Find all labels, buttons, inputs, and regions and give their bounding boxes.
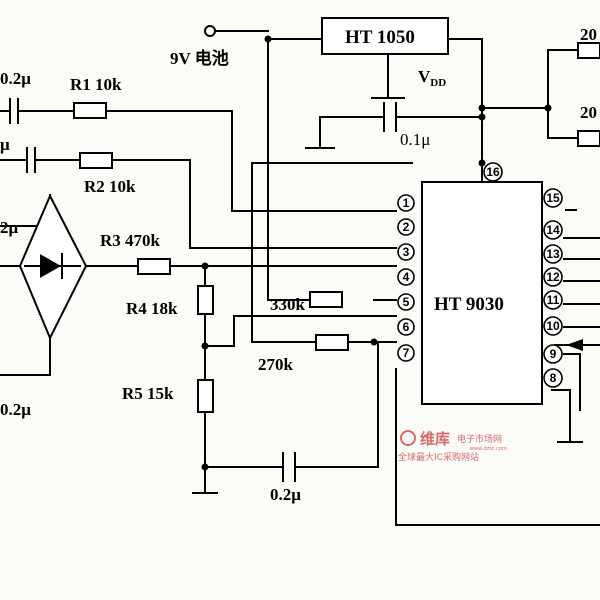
watermark-site: www.dzsc.com [470, 446, 507, 452]
pin-1 [397, 194, 415, 212]
junction-dot [478, 159, 486, 167]
battery-terminal-icon [204, 25, 216, 37]
junction-dot [201, 463, 209, 471]
pin-3 [397, 243, 415, 261]
resistor-r5-label: R5 15k [122, 384, 174, 403]
wires [0, 38, 600, 526]
capacitor-mid-left-label: μ [0, 135, 10, 154]
resistor-r2-label: R2 10k [84, 177, 136, 196]
watermark-logo-icon [400, 430, 416, 446]
junction-dot [264, 35, 272, 43]
battery-label: 9V 电池 [170, 48, 229, 68]
junction-dot [478, 104, 486, 112]
capacitor-bottom-label: 0.2μ [270, 485, 301, 504]
resistor-r5 [197, 379, 214, 413]
pin-10 [543, 316, 563, 336]
main-chip [421, 181, 543, 405]
pin-14 [543, 220, 563, 240]
resistor-20-top [577, 42, 600, 59]
resistor-r1-label: R1 10k [70, 75, 122, 94]
capacitor-bridge-bottom-label: 0.2μ [0, 400, 31, 419]
watermark-logo-text: 维库 [420, 430, 450, 448]
vdd-label: VDD [418, 67, 446, 89]
resistor-20-bottom-label: 20 [580, 103, 597, 122]
capacitor-bottom [282, 452, 296, 482]
pin-15 [543, 188, 563, 208]
watermark-title: 电子市场网 [457, 433, 502, 445]
resistor-330k [309, 291, 343, 308]
svg-text:3: 3 [403, 245, 410, 259]
resistor-20-bottom [577, 130, 600, 147]
svg-text:14: 14 [546, 223, 560, 237]
main-chip-label: HT 9030 [434, 294, 504, 315]
pin-6 [397, 318, 415, 336]
resistor-r3-label: R3 470k [100, 231, 161, 250]
pin-16 [483, 162, 503, 182]
pin-8 [543, 368, 563, 388]
svg-text:4: 4 [403, 270, 410, 284]
pin-9 [543, 344, 563, 364]
pin-4 [397, 268, 415, 286]
junction-dot [544, 104, 552, 112]
svg-text:10: 10 [546, 319, 560, 333]
resistor-330k-label: 330k [270, 295, 306, 314]
svg-text:2: 2 [403, 220, 410, 234]
svg-text:7: 7 [403, 346, 410, 360]
svg-text:1: 1 [403, 196, 410, 210]
capacitor-vdd [383, 102, 397, 132]
svg-text:13: 13 [546, 247, 560, 261]
capacitor-mid-left [26, 147, 36, 173]
svg-text:12: 12 [546, 270, 560, 284]
pin-11 [543, 290, 563, 310]
resistor-r1 [73, 102, 107, 119]
svg-text:11: 11 [547, 293, 560, 307]
resistor-r3 [137, 258, 171, 275]
capacitor-bridge-top-label: 2μ [0, 218, 19, 237]
resistor-r4 [197, 285, 214, 315]
resistor-270k-label: 270k [258, 355, 294, 374]
watermark: 维库 电子市场网 www.dzsc.com 全球最大IC采购网站 [398, 430, 507, 463]
pin-7 [397, 344, 415, 362]
regulator-label: HT 1050 [345, 27, 415, 48]
junctions [201, 35, 552, 471]
pin-2 [397, 218, 415, 236]
capacitor-vdd-label: 0.1μ [400, 130, 430, 149]
svg-text:5: 5 [403, 295, 410, 309]
svg-text:16: 16 [486, 165, 500, 179]
left-pins: 1 2 3 4 5 6 7 [397, 194, 415, 362]
resistor-20-top-label: 20 [580, 25, 597, 44]
junction-dot [370, 338, 378, 346]
pin-13 [543, 244, 563, 264]
junction-dot [201, 342, 209, 350]
bridge-rectifier [18, 193, 88, 341]
right-pins: 16 15 14 13 12 11 10 9 8 [483, 162, 563, 388]
watermark-slogan: 全球最大IC采购网站 [398, 451, 479, 463]
pin-12 [543, 267, 563, 287]
capacitor-top-left-label: 0.2μ [0, 69, 31, 88]
arrow-left-icon [566, 339, 583, 351]
resistor-r4-label: R4 18k [126, 299, 178, 318]
svg-text:9: 9 [550, 347, 557, 361]
pin-5 [397, 293, 415, 311]
resistor-r2 [79, 152, 113, 169]
junction-dot [201, 262, 209, 270]
svg-text:15: 15 [546, 191, 560, 205]
svg-text:8: 8 [550, 371, 557, 385]
resistor-270k [315, 334, 349, 351]
regulator-chip [321, 17, 449, 55]
junction-dot [478, 113, 486, 121]
svg-text:6: 6 [403, 320, 410, 334]
capacitor-top-left [9, 98, 19, 124]
